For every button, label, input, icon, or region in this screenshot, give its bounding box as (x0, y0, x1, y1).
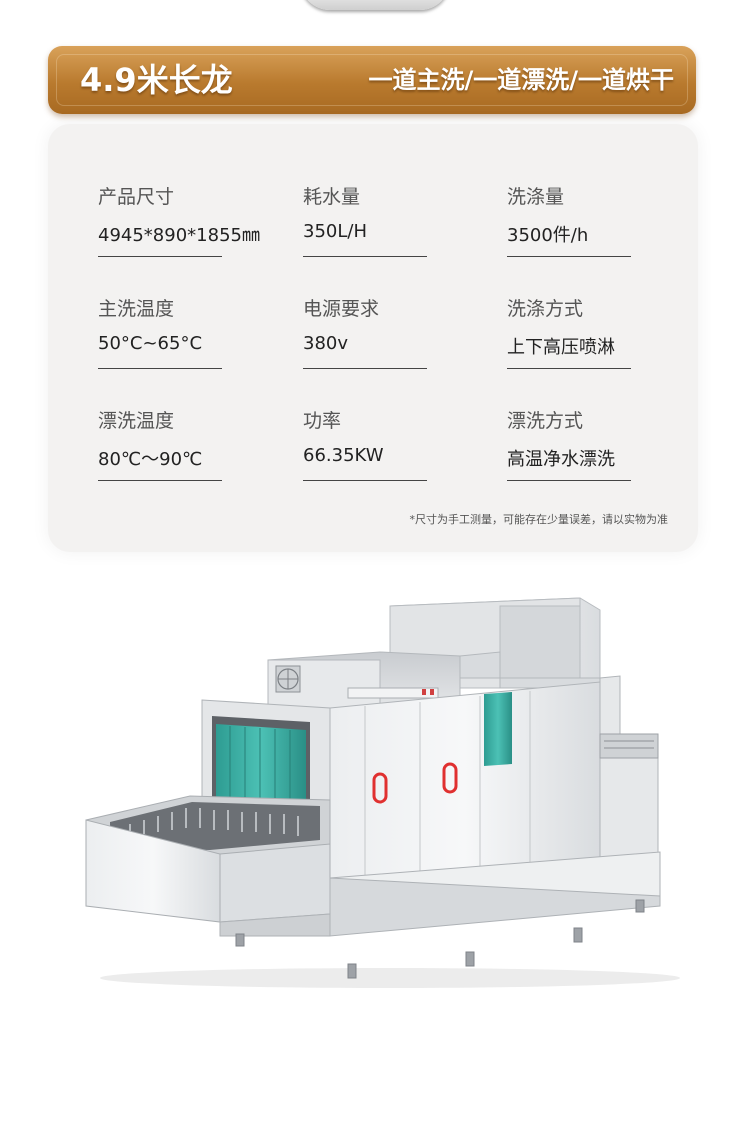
dishwasher-product-image (80, 596, 680, 991)
spec-value: 50°C~65°C (98, 333, 203, 354)
spec-label: 洗涤量 (507, 186, 565, 208)
spec-card: 产品尺寸 4945*890*1855㎜ 耗水量 350L/H 洗涤量 3500件… (48, 124, 698, 552)
spec-label: 功率 (303, 410, 342, 432)
spec-label: 电源要求 (303, 298, 380, 320)
spec-underline (507, 480, 631, 481)
spec-value: 上下高压喷淋 (507, 337, 615, 358)
spec-underline (98, 256, 222, 257)
banner-model-title: 4.9米长龙 (80, 61, 233, 99)
top-decoration (300, 0, 450, 10)
spec-label: 主洗温度 (98, 298, 175, 320)
banner-process-subtitle: 一道主洗/一道漂洗/一道烘干 (368, 66, 674, 94)
spec-underline (303, 368, 427, 369)
spec-value: 4945*890*1855㎜ (98, 225, 260, 246)
spec-underline (303, 256, 427, 257)
spec-value: 3500件/h (507, 225, 589, 246)
spec-label: 洗涤方式 (507, 298, 584, 320)
spec-label: 产品尺寸 (98, 186, 175, 208)
spec-value: 高温净水漂洗 (507, 449, 615, 470)
spec-label: 漂洗方式 (507, 410, 584, 432)
spec-underline (303, 480, 427, 481)
spec-value: 80℃～90℃ (98, 449, 203, 470)
spec-label: 耗水量 (303, 186, 361, 208)
spec-underline (98, 368, 222, 369)
spec-value: 380v (303, 333, 349, 354)
measurement-disclaimer: *尺寸为手工测量，可能存在少量误差，请以实物为准 (409, 513, 669, 526)
spec-underline (98, 480, 222, 481)
spec-value: 66.35KW (303, 445, 384, 466)
spec-label: 漂洗温度 (98, 410, 175, 432)
spec-underline (507, 256, 631, 257)
spec-underline (507, 368, 631, 369)
title-banner: 4.9米长龙 一道主洗/一道漂洗/一道烘干 (48, 46, 696, 114)
spec-value: 350L/H (303, 221, 367, 242)
